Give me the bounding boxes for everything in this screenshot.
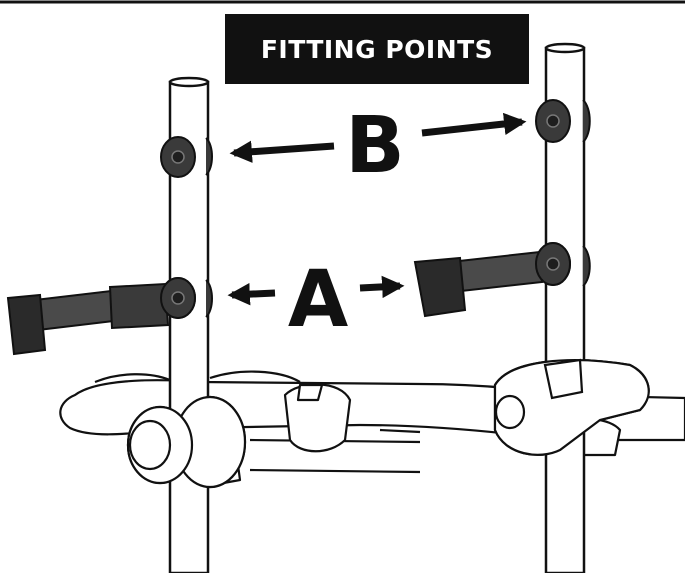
fitting-point-b-right [535, 99, 591, 143]
arrow-a-right [359, 275, 405, 299]
title-banner: FITTING POINTS [225, 14, 529, 84]
arrow-b-left [229, 140, 335, 163]
left-strap [6, 277, 196, 356]
arrow-a-left [227, 282, 276, 306]
arrows [227, 112, 527, 306]
label-a: A [288, 255, 348, 345]
title-text: FITTING POINTS [260, 34, 494, 64]
fitting-point-b-left [160, 136, 213, 178]
label-b: B [345, 101, 404, 191]
right-strap [413, 242, 571, 318]
arrow-b-right [421, 112, 527, 137]
